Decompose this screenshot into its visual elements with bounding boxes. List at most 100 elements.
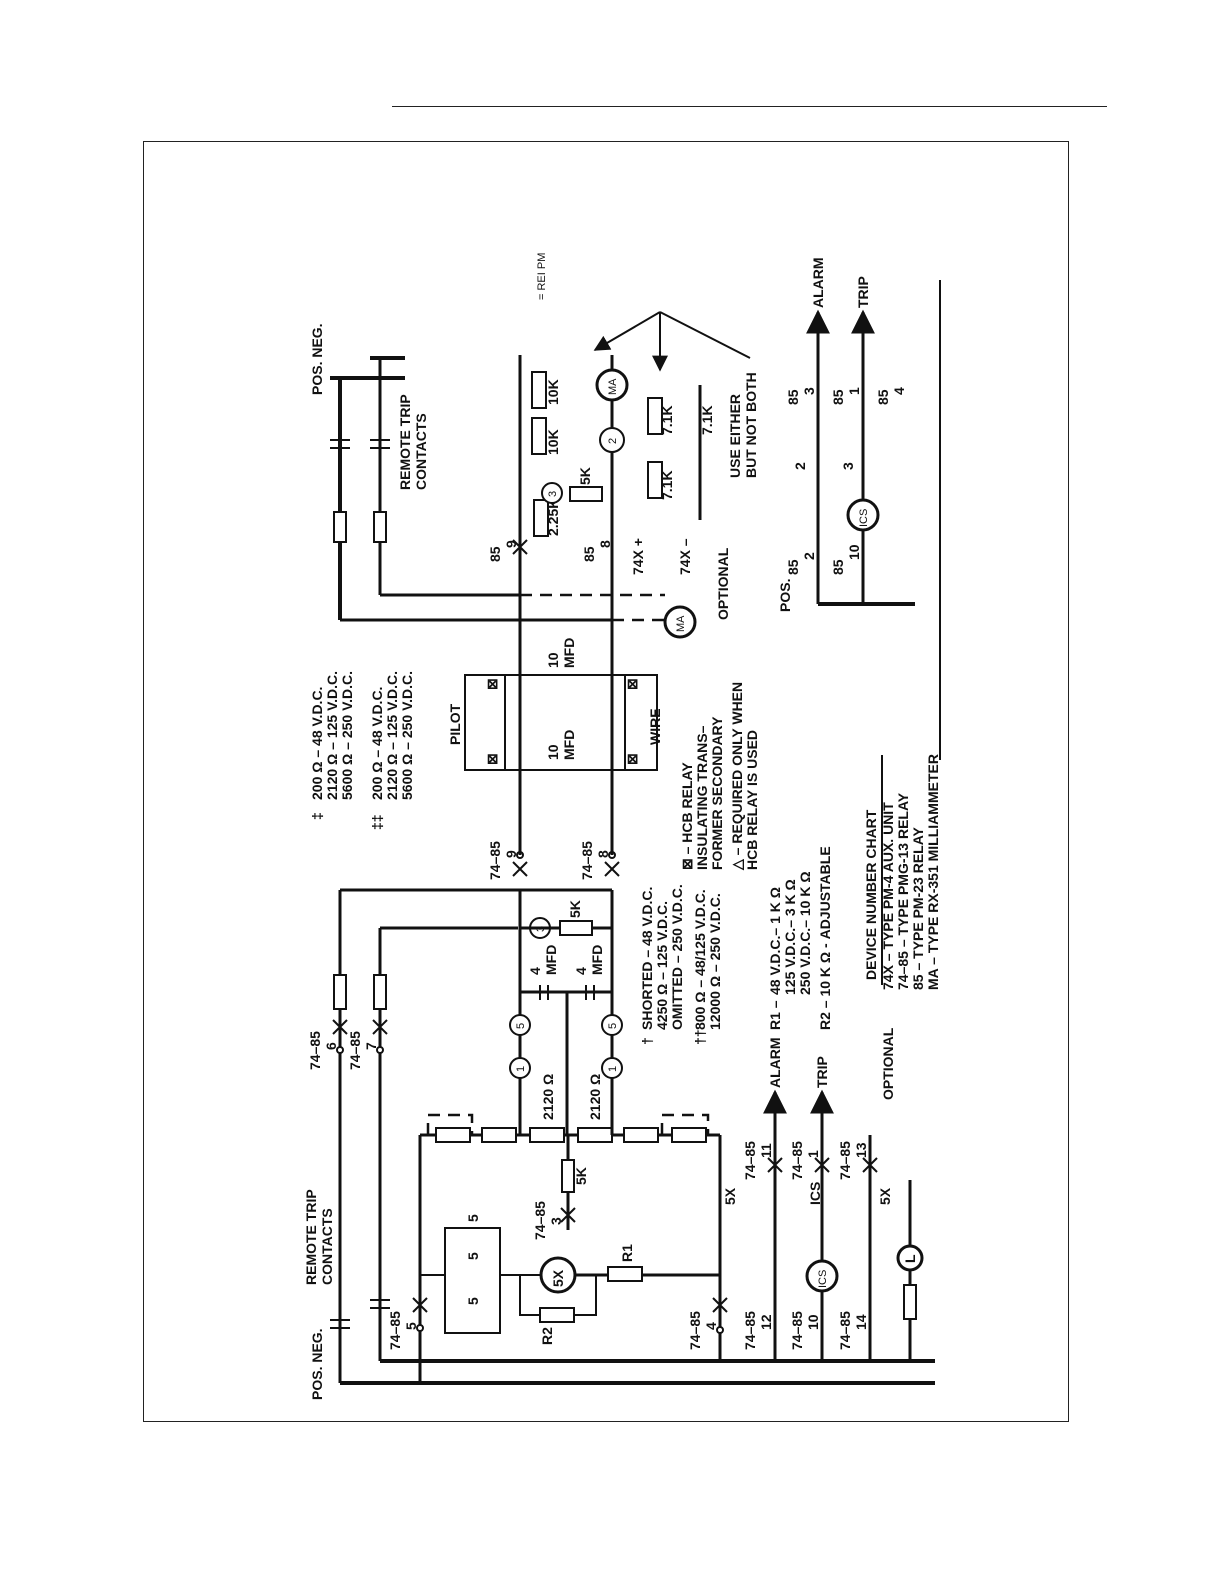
alarm-label-right: ALARM [810,257,826,308]
pilot-wire-box: PILOT WIRE ⊠ ⊠ ⊠ ⊠ [447,674,663,771]
left-bus-label: POS. NEG. [309,1328,325,1400]
svg-text:‡: ‡ [309,812,325,820]
coil-ma-optional: MA OPTIONAL [663,547,731,639]
svg-text:10: 10 [545,652,561,668]
svg-text:3: 3 [547,491,559,497]
r71k-b-label: 7.1K [659,405,675,435]
svg-text:8: 8 [597,540,613,548]
node-3-right: 3 [541,482,563,504]
svg-text:CONTACTS: CONTACTS [413,413,429,490]
r10k-b-label: 10K [545,379,561,405]
svg-text:14: 14 [853,1314,869,1330]
svg-text:11: 11 [758,1143,774,1158]
svg-text:⊠: ⊠ [624,753,640,765]
c2-label-right: 2 [792,462,808,470]
pos-bus-small-label: POS. [777,579,793,612]
svg-text:10: 10 [545,744,561,760]
svg-text:SHORTED – 48 V.D.C.: SHORTED – 48 V.D.C. [639,887,655,1030]
remote-trip-contacts-right: REMOTE TRIP CONTACTS [330,394,429,490]
svg-text:74–85: 74–85 [789,1311,805,1350]
svg-text:1: 1 [515,1066,527,1072]
svg-text:5: 5 [403,1322,419,1330]
svg-text:HCB RELAY IS USED: HCB RELAY IS USED [744,730,760,870]
dashed-wire [520,593,665,622]
legend-ddagger: †† 800 Ω – 48/125 V.D.C. 12000 Ω – 250 V… [692,889,723,1045]
resistor-ddagger-right-2 [373,511,387,543]
resistor-r2 [539,1307,575,1323]
svg-text:6: 6 [323,1042,339,1050]
svg-text:85: 85 [830,389,846,405]
resistor-r1 [607,1266,643,1282]
svg-text:MFD: MFD [589,945,605,975]
resistor-dagger-left-2 [373,974,387,1010]
svg-text:MA: MA [607,378,619,395]
r225k-label: 2.25K [545,499,561,536]
svg-text:2120 Ω: 2120 Ω [540,1074,556,1120]
svg-text:5600 Ω – 250 V.D.C.: 5600 Ω – 250 V.D.C. [399,671,415,800]
rei-pm-legend: = REI PM [536,253,548,300]
capacitor-bank-5: 5 5 5 [420,1214,540,1334]
svg-text:48 V.D.C.– 1 K Ω: 48 V.D.C.– 1 K Ω [767,887,783,995]
right-bus-label: POS. NEG. [309,323,325,395]
svg-text:REMOTE TRIP: REMOTE TRIP [397,394,413,490]
svg-text:85 – TYPE PM-23 RELAY: 85 – TYPE PM-23 RELAY [910,826,926,990]
svg-text:ICS: ICS [817,1270,829,1288]
c3-label-right: 3 [840,462,856,470]
svg-text:1: 1 [846,387,862,395]
svg-text:5: 5 [515,1023,527,1029]
node-5-lower: 5 [601,1014,623,1036]
svg-text:⊠: ⊠ [624,678,640,690]
svg-text:4: 4 [703,1322,719,1330]
r5k-right-label: 5K [577,467,593,485]
svg-text:12: 12 [758,1314,774,1330]
svg-text:⊠: ⊠ [484,753,500,765]
svg-text:8: 8 [595,850,611,858]
svg-text:74X –: 74X – [677,538,693,575]
svg-text:74–85: 74–85 [347,1031,363,1070]
node-5-upper: 5 [509,1014,531,1036]
svg-text:MFD: MFD [561,638,577,668]
svg-text:250 V.D.C.– 10 K Ω: 250 V.D.C.– 10 K Ω [797,871,813,995]
contact-74-85-3: 5K 74–85 3 [532,1135,589,1240]
resistor-ddagger-right [333,511,347,543]
contact-74-85-6: 74–85 6 [307,1019,348,1070]
svg-text:5X: 5X [550,1269,566,1287]
optional-bottom-label: OPTIONAL [880,1027,896,1100]
use-either-note: USE EITHER BUT NOT BOTH [593,311,759,478]
r10k-a-label: 10K [545,429,561,455]
contact-85-8: 85 8 [581,540,613,562]
svg-text:†: † [639,1037,655,1045]
wire [519,1275,597,1316]
svg-text:74–85: 74–85 [532,1201,548,1240]
resistor-2-25k [533,499,549,537]
svg-text:3: 3 [801,387,817,395]
svg-text:74–85: 74–85 [789,1141,805,1180]
resistor-10k-b [531,371,547,409]
legend-required: △ – REQUIRED ONLY WHEN HCB RELAY IS USED [729,682,760,871]
contact-74-85-9: 74–85 9 [487,841,528,880]
resistor-10k-a [531,417,547,455]
svg-text:BUT NOT BOTH: BUT NOT BOTH [743,372,759,478]
alarm-label-left: ALARM [767,1037,783,1088]
contact-74-85-11: 74–85 11 [742,1141,783,1180]
svg-text:9: 9 [503,540,519,548]
svg-text:USE EITHER: USE EITHER [727,394,743,478]
svg-text:74–85: 74–85 [837,1141,853,1180]
contact-74-85-7: 74–85 7 [347,1019,388,1070]
device-number-chart: DEVICE NUMBER CHART 74X – TYPE PM-4 AUX.… [863,754,941,990]
svg-text:4250 Ω – 125 V.D.C.: 4250 Ω – 125 V.D.C. [654,901,670,1030]
svg-text:5: 5 [465,1297,481,1305]
svg-text:FORMER SECONDARY: FORMER SECONDARY [709,716,725,870]
node-1-upper: 1 [509,1057,531,1079]
svg-text:5X: 5X [877,1187,893,1205]
legend-r1: R1 – 48 V.D.C.– 1 K Ω 125 V.D.C.– 3 K Ω … [767,871,813,1030]
resistor-5k-right [569,486,603,502]
svg-text:ICS: ICS [807,1182,823,1205]
svg-text:REMOTE TRIP: REMOTE TRIP [303,1189,319,1285]
r1-label: R1 [619,1244,635,1262]
r2-label: R2 [539,1327,555,1345]
svg-text:††: †† [692,1029,708,1045]
